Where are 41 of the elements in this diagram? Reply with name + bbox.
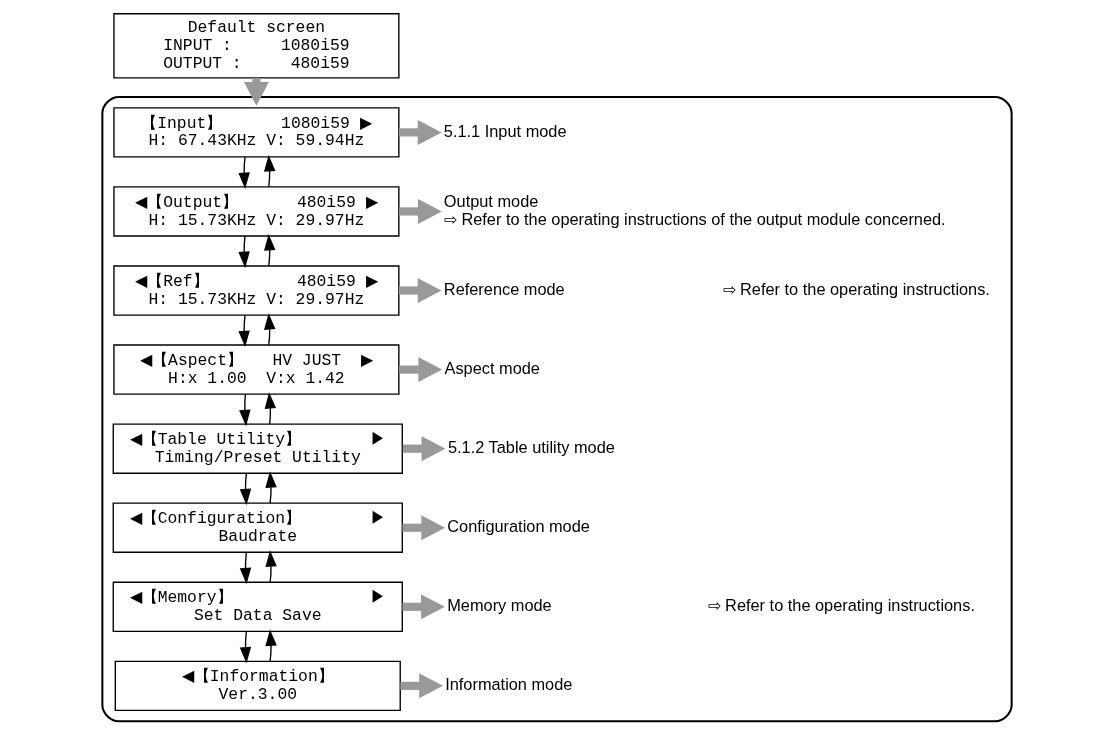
arrow bbox=[239, 630, 252, 664]
arrow bbox=[238, 314, 250, 348]
node-text: Reference mode bbox=[443, 279, 565, 298]
node-box: ◀【Ref】 480i59 ▶ H: 15.73KHz V: 29.97Hz bbox=[113, 265, 400, 316]
node-box: ◀【Information】 Ver.3.00 bbox=[114, 660, 401, 712]
node-box: ◀【Aspect】 HV JUST ▶ H:x 1.00 V:x 1.42 bbox=[113, 344, 400, 395]
arrow bbox=[398, 119, 442, 145]
arrow bbox=[265, 550, 277, 583]
arrow bbox=[264, 313, 276, 346]
node-box: ◀【Output】 480i59 ▶ H: 15.73KHz V: 29.97Hz bbox=[113, 186, 400, 237]
arrow bbox=[239, 551, 252, 585]
arrow bbox=[264, 155, 276, 188]
arrow bbox=[400, 673, 443, 699]
arrow bbox=[402, 594, 445, 620]
arrow bbox=[243, 77, 269, 106]
arrow bbox=[239, 393, 251, 427]
node-box: ◀【Table Utility】 ▶ Timing/Preset Utility bbox=[112, 423, 403, 474]
arrow bbox=[265, 471, 277, 504]
node-box: ◀【Memory】 ▶ Set Data Save bbox=[112, 581, 403, 632]
cluster bbox=[101, 95, 1013, 723]
label: ⇨ Refer to the operating instructions. bbox=[722, 279, 990, 298]
node-box: Default screen INPUT : 1080i59 OUTPUT : 480i59 bbox=[113, 13, 400, 79]
arrow bbox=[398, 278, 442, 304]
node-text: Output mode ⇨ Refer to the operating instructions of the output module concerned. bbox=[443, 191, 946, 228]
arrow bbox=[239, 472, 252, 506]
arrow bbox=[402, 515, 446, 541]
node-text: Aspect mode bbox=[444, 358, 540, 377]
label: ⇨ Refer to the operating instructions. bbox=[707, 596, 975, 615]
node-box: ◀【Configuration】 ▶ Baudrate bbox=[112, 502, 403, 553]
arrow bbox=[399, 198, 442, 224]
arrow bbox=[402, 436, 446, 462]
arrow bbox=[265, 629, 277, 662]
node-text: Memory mode bbox=[447, 596, 552, 615]
arrow bbox=[238, 235, 250, 269]
node-text: 5.1.1 Input mode bbox=[443, 121, 567, 140]
arrow bbox=[238, 156, 250, 189]
arrow bbox=[399, 357, 443, 383]
node-text: Configuration mode bbox=[447, 516, 590, 535]
node-box: 【Input】 1080i59 ▶ H: 67.43KHz V: 59.94Hz bbox=[113, 107, 400, 158]
node-text: 5.1.2 Table utility mode bbox=[447, 437, 615, 456]
node-text: Information mode bbox=[445, 675, 573, 694]
